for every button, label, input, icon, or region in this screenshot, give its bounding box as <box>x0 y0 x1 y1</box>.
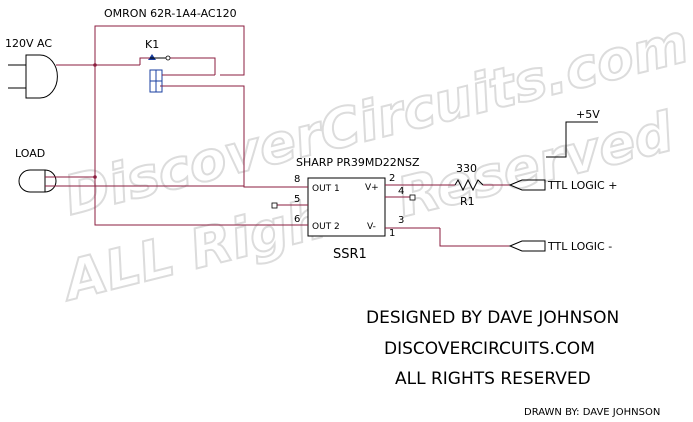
load-icon <box>18 169 244 193</box>
pin-3-label: 3 <box>398 215 404 226</box>
ac-source-label: 120V AC <box>5 37 52 50</box>
relay-ref-label: K1 <box>145 38 159 51</box>
ssr-vplus-label: V+ <box>365 183 379 193</box>
ssr-ref-label: SSR1 <box>333 247 367 262</box>
pin-1-label: 1 <box>389 228 395 239</box>
website-text: DISCOVERCIRCUITS.COM <box>384 339 595 359</box>
resistor-value-label: 330 <box>456 162 477 175</box>
resistor-ref-label: R1 <box>460 195 475 208</box>
ac-plug-icon <box>8 54 97 99</box>
ssr-icon <box>95 177 510 247</box>
drawn-by-text: DRAWN BY: DAVE JOHNSON <box>524 407 660 418</box>
ssr-out2-label: OUT 2 <box>312 222 340 232</box>
supply-label: +5V <box>576 108 600 121</box>
ttl-neg-label: TTL LOGIC - <box>547 240 612 253</box>
ac-junction <box>93 63 97 67</box>
ttl-neg-connector-icon <box>508 240 546 252</box>
rights-text: ALL RIGHTS RESERVED <box>395 369 591 389</box>
designed-by-text: DESIGNED BY DAVE JOHNSON <box>366 308 619 328</box>
ssr-part-label: SHARP PR39MD22NSZ <box>296 156 420 169</box>
pin-5-label: 5 <box>294 194 300 205</box>
relay-part-label: OMRON 62R-1A4-AC120 <box>104 7 237 20</box>
ttl-pos-label: TTL LOGIC + <box>547 179 617 192</box>
ssr-out1-label: OUT 1 <box>312 184 340 194</box>
pin-2-label: 2 <box>389 173 395 184</box>
load-label: LOAD <box>15 147 45 160</box>
resistor-r1-icon <box>454 178 510 192</box>
pin-4-label: 4 <box>398 186 404 197</box>
relay-k1-icon <box>140 54 244 93</box>
ttl-pos-connector-icon <box>508 179 546 191</box>
ssr-vminus-label: V- <box>367 222 376 232</box>
supply-5v-icon <box>546 121 598 158</box>
pin-8-label: 8 <box>294 174 300 185</box>
pin-6-label: 6 <box>294 214 300 225</box>
